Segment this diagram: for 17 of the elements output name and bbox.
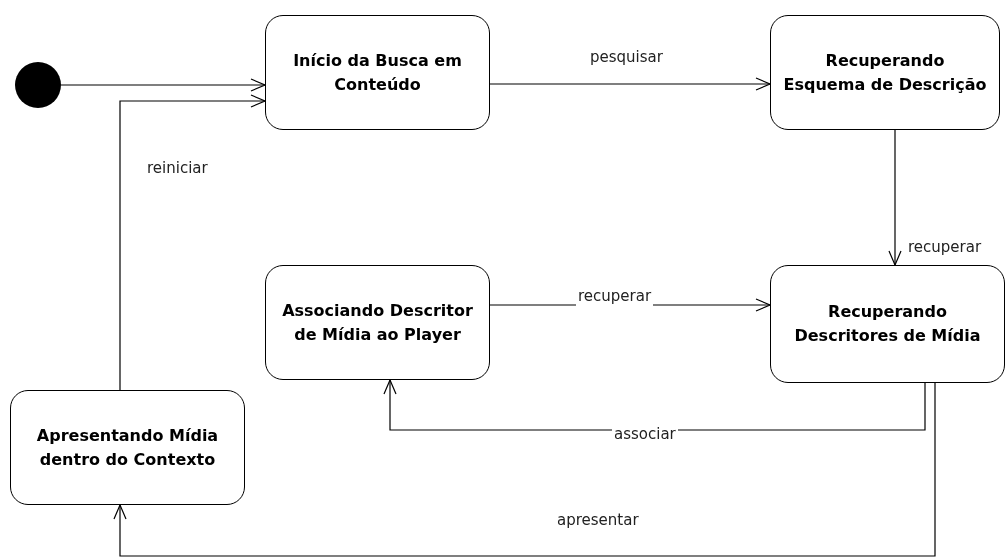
arrow (888, 129, 902, 266)
state-name: Associando Descritor de Mídia ao Player (281, 299, 474, 346)
state-box (265, 265, 490, 380)
arrow (60, 78, 266, 92)
arrow (119, 94, 266, 391)
state-box (770, 265, 1005, 383)
state-box (770, 15, 1000, 130)
arrow (489, 77, 771, 91)
initial-state (15, 62, 61, 108)
state-box (265, 15, 490, 130)
state-box (10, 390, 245, 505)
arrow (113, 382, 936, 557)
state-name: Apresentando Mídia dentro do Contexto (35, 424, 220, 471)
state-name: Recuperando Descritores de Mídia (793, 301, 982, 347)
state-name: Recuperando Esquema de Descrição (783, 49, 987, 96)
state-name: Início da Busca em Conteúdo (292, 49, 463, 96)
arrow (383, 379, 926, 431)
